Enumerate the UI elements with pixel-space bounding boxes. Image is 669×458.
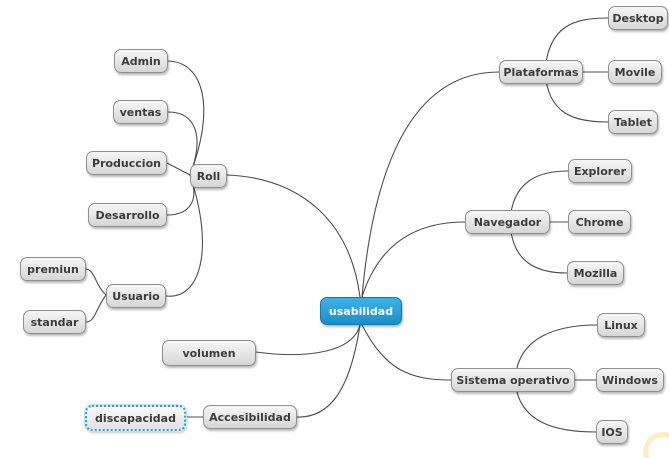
node-chrome[interactable]: Chrome xyxy=(568,210,631,234)
node-usuario[interactable]: Usuario xyxy=(106,284,166,308)
node-volumen[interactable]: volumen xyxy=(162,340,256,366)
edge-roll-admin xyxy=(167,60,205,176)
node-windows[interactable]: Windows xyxy=(596,368,664,392)
node-movile[interactable]: Movile xyxy=(608,60,662,84)
edge-usuario-premiun xyxy=(85,268,107,296)
node-desktop[interactable]: Desktop xyxy=(608,6,668,30)
edge-root-plataformas xyxy=(361,71,500,298)
node-accesibilidad[interactable]: Accesibilidad xyxy=(203,405,297,429)
edge-root-roll xyxy=(226,174,361,298)
edge-root-accesibilidad xyxy=(296,324,361,418)
edge-roll-produccion xyxy=(166,162,191,176)
node-plataformas[interactable]: Plataformas xyxy=(499,60,583,84)
edge-root-navegador xyxy=(361,221,466,298)
edge-sistema-linux xyxy=(514,324,598,381)
node-discapacidad[interactable]: discapacidad xyxy=(85,405,186,431)
node-ios[interactable]: IOS xyxy=(596,420,628,444)
node-mozilla[interactable]: Mozilla xyxy=(567,261,624,285)
edge-usuario-standar xyxy=(85,294,107,323)
edge-root-volumen xyxy=(255,324,361,356)
edge-root-sistema xyxy=(361,324,452,381)
node-standar[interactable]: standar xyxy=(23,310,86,334)
node-tablet[interactable]: Tablet xyxy=(608,110,658,134)
node-roll[interactable]: Roll xyxy=(190,164,227,188)
node-premiun[interactable]: premiun xyxy=(20,257,86,281)
node-linux[interactable]: Linux xyxy=(597,313,645,337)
node-sistema-operativo[interactable]: Sistema operativo xyxy=(451,368,575,392)
node-ventas[interactable]: ventas xyxy=(113,100,168,124)
node-produccion[interactable]: Produccion xyxy=(86,151,167,175)
edge-plataformas-desktop xyxy=(544,17,609,73)
edge-roll-usuario xyxy=(165,174,203,297)
node-desarrollo[interactable]: Desarrollo xyxy=(88,203,167,227)
node-navegador[interactable]: Navegador xyxy=(465,210,550,234)
node-admin[interactable]: Admin xyxy=(114,49,168,73)
edge-sistema-ios xyxy=(514,379,597,433)
root-node-usabilidad[interactable]: usabilidad xyxy=(320,297,402,325)
node-explorer[interactable]: Explorer xyxy=(568,159,632,183)
watermark-logo xyxy=(629,418,669,458)
edge-roll-ventas xyxy=(167,111,198,176)
edge-plataformas-tablet xyxy=(544,71,609,123)
